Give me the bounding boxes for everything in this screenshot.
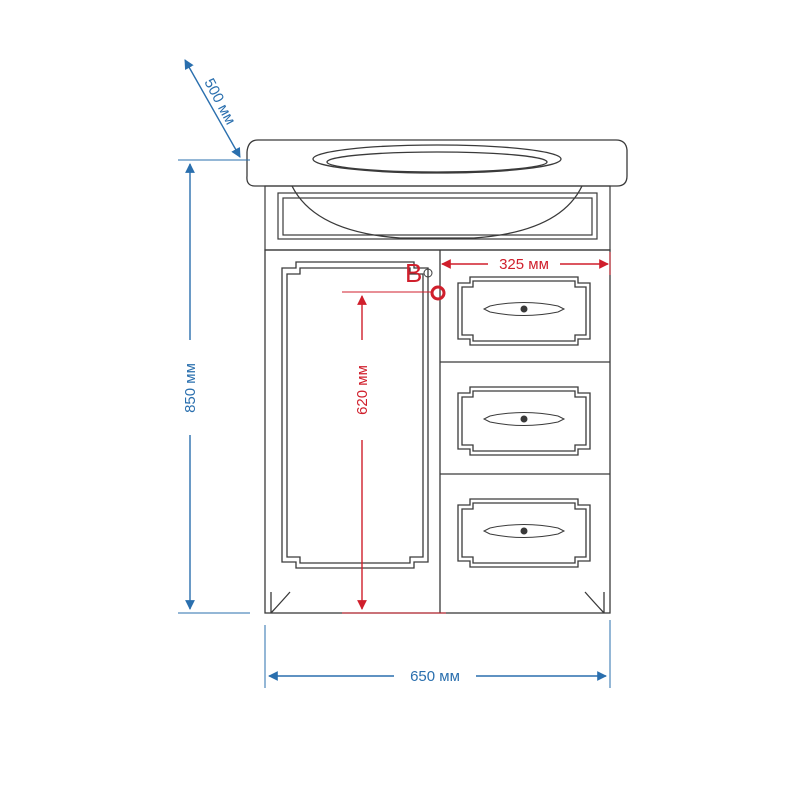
door-frame-outer xyxy=(281,261,429,569)
drawer-handle-icon xyxy=(482,302,566,316)
right-leg xyxy=(584,591,605,614)
apron-outer xyxy=(264,185,611,251)
sink-top xyxy=(246,139,628,239)
marker-b-label: B xyxy=(405,258,422,288)
depth-arrow xyxy=(184,59,241,158)
basin-rim xyxy=(312,144,562,174)
cabinet-body xyxy=(264,249,611,614)
drawer-handles xyxy=(482,302,566,538)
door-frame-inner xyxy=(286,267,424,564)
dimension-drawer-width: 325 мм xyxy=(441,252,611,275)
height-label: 850 мм xyxy=(182,363,199,413)
left-door xyxy=(281,261,429,569)
drawer-2 xyxy=(440,386,610,475)
cabinet-outline xyxy=(264,249,611,614)
drawer-handle-icon xyxy=(482,524,566,538)
drawer-1-panel-inner xyxy=(461,280,587,342)
marker-b-small-circle xyxy=(423,268,433,278)
drawer-3 xyxy=(457,498,591,568)
marker-b: B xyxy=(405,258,446,301)
drawer-width-label: 325 мм xyxy=(499,256,549,273)
drawer-1-panel xyxy=(457,276,591,346)
dimension-door-height: 620 мм xyxy=(342,291,446,614)
basin-bowl xyxy=(291,185,583,239)
dimension-width: 650 мм xyxy=(264,620,611,688)
width-label: 650 мм xyxy=(410,668,460,685)
marker-b-ring-icon xyxy=(430,285,446,301)
drawer-1 xyxy=(440,276,610,363)
basin-inner xyxy=(326,151,548,173)
drawer-2-panel-inner xyxy=(461,390,587,452)
dimension-height: 850 мм xyxy=(178,159,250,614)
drawer-handle-icon xyxy=(482,412,566,426)
apron-inner-frame-2 xyxy=(282,197,593,236)
countertop-outline xyxy=(246,139,628,187)
left-leg xyxy=(270,591,291,614)
door-height-label: 620 мм xyxy=(354,365,371,415)
drawer-3-panel-inner xyxy=(461,502,587,564)
apron-inner-frame xyxy=(277,192,598,240)
drawer-3-panel xyxy=(457,498,591,568)
drawer-2-panel xyxy=(457,386,591,456)
dimension-depth: 500 мм xyxy=(184,59,241,158)
apron-panel xyxy=(264,185,611,251)
